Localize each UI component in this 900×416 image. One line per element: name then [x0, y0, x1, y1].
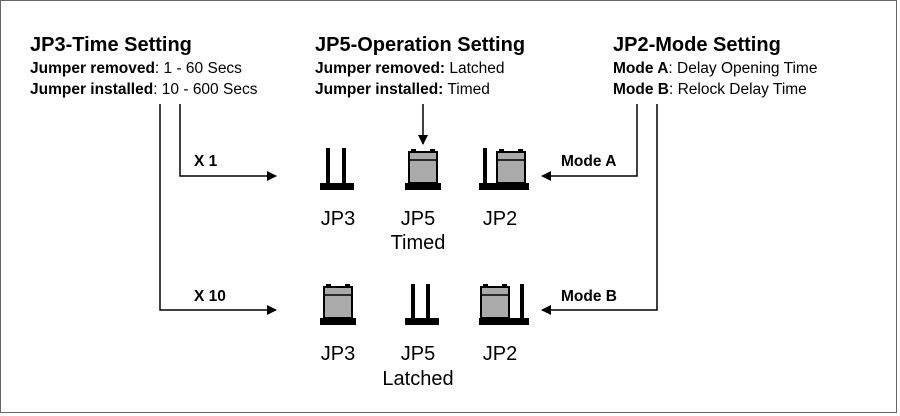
mode-a-arrow-label: Mode A: [561, 153, 617, 170]
jp2-mode-b-value: : Relock Delay Time: [668, 81, 807, 98]
top-jp2-jumper-mode-a: [479, 148, 529, 190]
bottom-jp3-label: JP3: [320, 343, 356, 365]
jp5-removed-line: Jumper removed: Latched: [315, 61, 505, 77]
jp2-mode-a-value: : Delay Opening Time: [668, 60, 818, 77]
jp5-title: JP5-Operation Setting: [315, 34, 526, 56]
jp3-x10-arrow: [159, 104, 277, 315]
jp3-title: JP3-Time Setting: [30, 34, 192, 56]
top-jp5-state-label: Timed: [390, 232, 446, 254]
jp5-installed-line: Jumper installed: Timed: [315, 82, 490, 98]
jp3-x1-arrow: [179, 104, 277, 181]
jp5-installed-key: Jumper installed:: [315, 81, 444, 98]
top-jp2-label: JP2: [482, 208, 518, 230]
bottom-jp3-jumper-installed: [320, 284, 356, 325]
jp2-mode-a-line: Mode A: Delay Opening Time: [613, 61, 817, 77]
jp2-mode-b-key: Mode B: [613, 81, 669, 98]
jp5-installed-value: Timed: [443, 81, 490, 98]
jp5-removed-value: Latched: [445, 60, 505, 77]
jp2-mode-b-line: Mode B: Relock Delay Time: [613, 82, 807, 98]
jp2-mode-a-arrow: [541, 104, 638, 181]
top-jp5-label: JP5: [400, 208, 436, 230]
bottom-jp5-label: JP5: [400, 343, 436, 365]
jp3-installed-key: Jumper installed: [30, 81, 154, 98]
jp2-title: JP2-Mode Setting: [613, 34, 781, 56]
top-jp5-jumper-installed: [405, 149, 441, 190]
jp2-mode-a-key: Mode A: [613, 60, 669, 77]
bottom-jp5-state-label: Latched: [382, 368, 454, 390]
bottom-jp2-jumper-mode-b: [479, 284, 529, 325]
bottom-jp5-header-pins: [405, 284, 439, 325]
jp3-removed-value: : 1 - 60 Secs: [154, 60, 242, 77]
jp3-removed-line: Jumper removed: 1 - 60 Secs: [30, 61, 242, 77]
multiplier-x1-label: X 1: [194, 153, 218, 170]
jp3-removed-key: Jumper removed: [30, 60, 155, 77]
bottom-jp2-label: JP2: [482, 343, 518, 365]
mode-b-arrow-label: Mode B: [561, 288, 617, 305]
jp2-mode-b-arrow: [541, 104, 658, 315]
jp3-installed-value: : 10 - 600 Secs: [153, 81, 258, 98]
jp3-installed-line: Jumper installed: 10 - 600 Secs: [30, 82, 257, 98]
top-jp3-label: JP3: [320, 208, 356, 230]
top-jp3-header-pins: [320, 148, 354, 190]
jp5-removed-key: Jumper removed:: [315, 60, 446, 77]
multiplier-x10-label: X 10: [194, 288, 226, 305]
